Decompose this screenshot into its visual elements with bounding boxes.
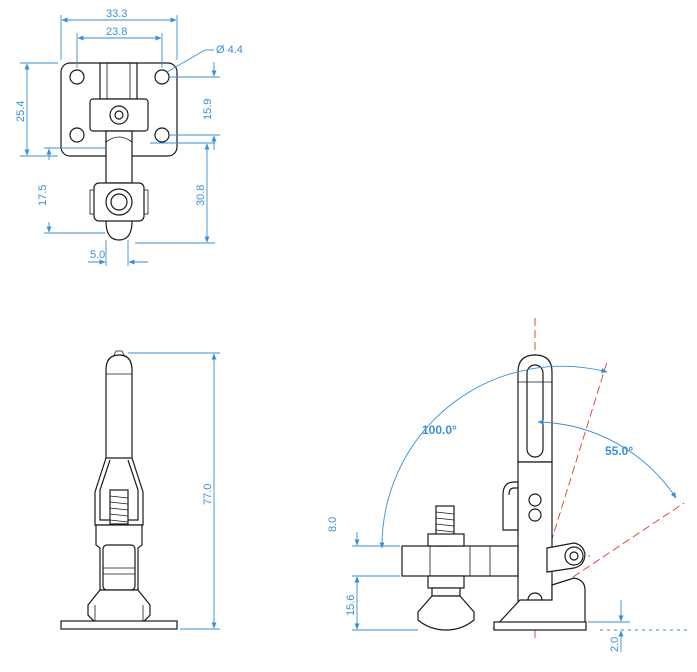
clamp-arm <box>105 130 133 184</box>
clamp-arm-horizontal <box>401 545 519 577</box>
handle-block <box>99 62 138 100</box>
dim-hole-diameter: Ø 4.4 <box>216 44 243 56</box>
dim-arm-height: 15.6 <box>345 595 357 616</box>
side-view: 77.0 <box>60 350 220 630</box>
handle-grip <box>105 354 133 459</box>
top-view: 33.3 23.8 Ø 4.4 25.4 15.9 17.5 30.8 <box>15 8 243 266</box>
mounting-hole <box>69 127 85 143</box>
side-base <box>60 620 178 630</box>
linkage <box>517 461 553 616</box>
dim-bottom-offset: 17.5 <box>37 185 49 206</box>
dim-spindle-offset: 30.8 <box>195 185 207 206</box>
dim-overall-width: 33.3 <box>106 8 127 20</box>
threaded-spindle <box>109 495 129 523</box>
dim-base-height: 25.4 <box>15 101 27 122</box>
dim-handle-angle: 55.0° <box>605 444 633 458</box>
dim-base-thickness: 2.0 <box>609 637 621 652</box>
dim-overall-height: 77.0 <box>202 484 214 505</box>
base-bracket <box>492 577 586 629</box>
vertical-handle <box>517 354 553 463</box>
mounting-hole <box>69 69 85 85</box>
pivot-body <box>89 98 149 132</box>
mounting-hole <box>154 69 170 85</box>
dim-hole-spacing: 23.8 <box>106 26 127 38</box>
dim-arm-thickness: 8.0 <box>327 517 339 532</box>
mounting-hole <box>154 127 170 143</box>
dim-spindle-width: 5.0 <box>90 249 105 261</box>
dim-hole-vertical-spacing: 15.9 <box>202 99 214 120</box>
arc-open-angle <box>379 365 608 549</box>
dim-open-angle: 100.0° <box>422 423 457 437</box>
front-view: 100.0° 55.0° 8.0 15.6 2.0 <box>327 318 690 652</box>
arc-handle-angle <box>537 419 677 499</box>
